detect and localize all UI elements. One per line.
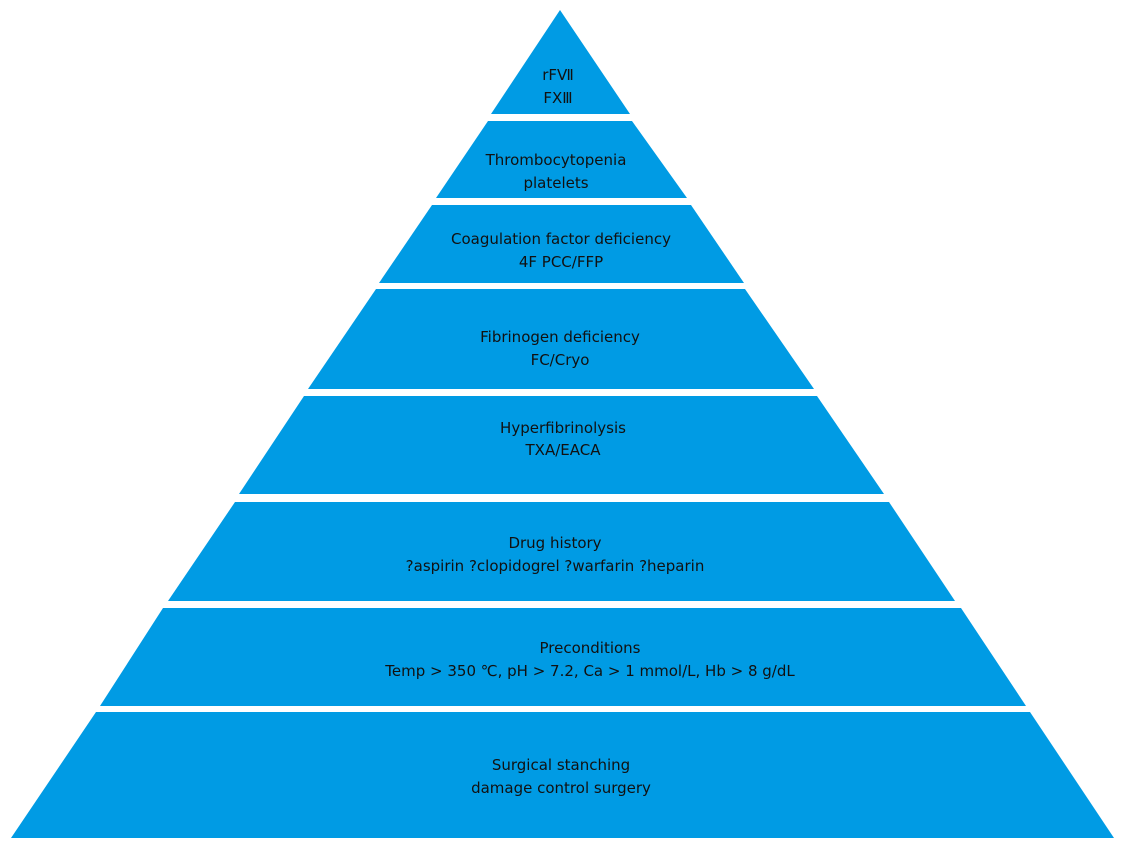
tier-4-line-1: Fibrinogen deficiency bbox=[480, 328, 640, 346]
pyramid-tier-3: Coagulation factor deficiency 4F PCC/FFP bbox=[379, 205, 744, 283]
tier-3-line-2: 4F PCC/FFP bbox=[519, 253, 603, 271]
pyramid-tier-4: Fibrinogen deficiency FC/Cryo bbox=[308, 289, 814, 389]
tier-6-line-2: ?aspirin ?clopidogrel ?warfarin ?heparin bbox=[406, 557, 705, 575]
tier-1-line-2: FXⅢ bbox=[543, 89, 572, 107]
tier-3-shape bbox=[379, 205, 744, 283]
tier-4-shape bbox=[308, 289, 814, 389]
pyramid-tier-1: rFⅦ FXⅢ bbox=[491, 10, 630, 114]
tier-5-line-2: TXA/EACA bbox=[525, 441, 602, 459]
tier-2-line-1: Thrombocytopenia bbox=[485, 151, 627, 169]
pyramid-tier-7: Preconditions Temp > 350 ℃, pH > 7.2, Ca… bbox=[100, 608, 1026, 706]
pyramid-tier-8: Surgical stanching damage control surger… bbox=[11, 712, 1114, 838]
tier-2-shape bbox=[436, 121, 687, 198]
tier-3-line-1: Coagulation factor deficiency bbox=[451, 230, 671, 248]
tier-6-shape bbox=[168, 502, 955, 601]
tier-1-line-1: rFⅦ bbox=[542, 66, 574, 84]
tier-7-line-2: Temp > 350 ℃, pH > 7.2, Ca > 1 mmol/L, H… bbox=[384, 662, 795, 680]
tier-8-line-1: Surgical stanching bbox=[492, 756, 630, 774]
tier-5-line-1: Hyperfibrinolysis bbox=[500, 419, 626, 437]
pyramid-tier-5: Hyperfibrinolysis TXA/EACA bbox=[239, 396, 884, 494]
pyramid-tier-6: Drug history ?aspirin ?clopidogrel ?warf… bbox=[168, 502, 955, 601]
tier-8-line-2: damage control surgery bbox=[471, 779, 651, 797]
tier-6-line-1: Drug history bbox=[508, 534, 601, 552]
tier-8-shape bbox=[11, 712, 1114, 838]
tier-5-shape bbox=[239, 396, 884, 494]
tier-1-shape bbox=[491, 10, 630, 114]
tier-7-shape bbox=[100, 608, 1026, 706]
tier-4-line-2: FC/Cryo bbox=[531, 351, 590, 369]
tier-7-line-1: Preconditions bbox=[539, 639, 640, 657]
pyramid-tier-2: Thrombocytopenia platelets bbox=[436, 121, 687, 198]
tier-2-line-2: platelets bbox=[523, 174, 588, 192]
